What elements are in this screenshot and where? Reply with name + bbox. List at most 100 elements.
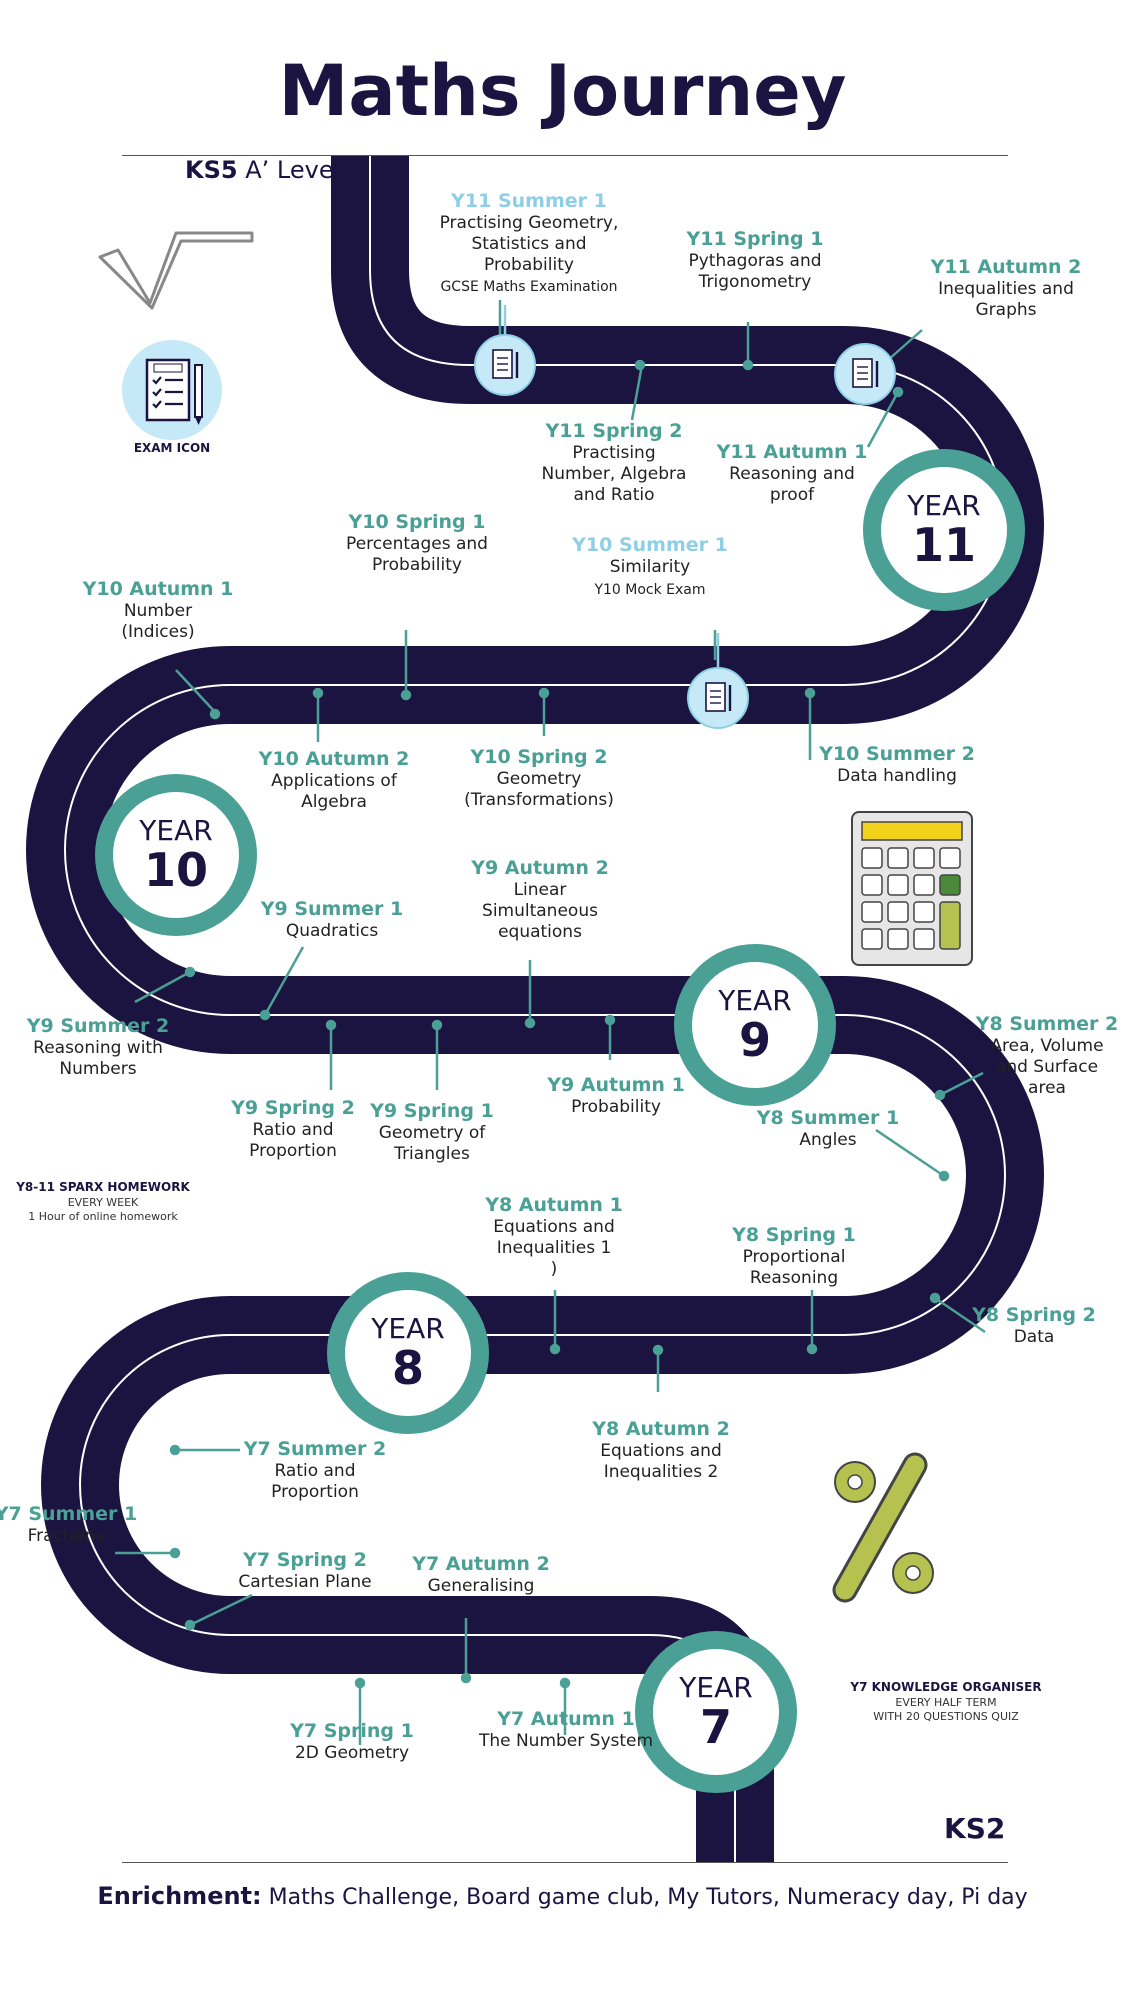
topic-description-line: and Surface: [995, 1056, 1099, 1077]
topic-description-line: Probability: [571, 1097, 661, 1118]
sparx-homework-note: Y8-11 SPARX HOMEWORK EVERY WEEK 1 Hour o…: [16, 1180, 190, 1223]
topic-heading: Y9 Summer 1: [260, 898, 404, 920]
topic-description-line: Proportional: [742, 1247, 846, 1268]
calculator-icon: [851, 811, 973, 966]
topic-description-line: proof: [769, 484, 815, 505]
topic-description-line: (Indices): [121, 621, 195, 642]
topic-description-line: Generalising: [427, 1576, 535, 1597]
topic-description-line: Triangles: [394, 1143, 470, 1164]
topic-heading: Y8 Autumn 2: [592, 1418, 730, 1440]
ks2-label: KS2: [944, 1812, 1006, 1845]
exam-marker-y11-autumn: [834, 343, 896, 405]
topic-description-line: 2D Geometry: [294, 1743, 410, 1764]
topic-heading: Y8 Summer 2: [975, 1013, 1119, 1035]
topic-description-line: Practising: [572, 443, 656, 464]
topic-description-line: ): [550, 1258, 558, 1279]
topic-description-line: Inequalities 2: [603, 1461, 719, 1482]
topic-description-line: Inequalities 1: [496, 1237, 612, 1258]
topic-description-line: Reasoning with: [33, 1038, 163, 1059]
ks5-label: KS5 A’ Level: [185, 156, 341, 184]
topic-heading: Y10 Summer 2: [819, 743, 975, 765]
year-ring-11: [863, 449, 1025, 611]
topic-description-line: Number, Algebra: [541, 463, 687, 484]
topic-description-line: and Ratio: [573, 484, 655, 505]
exam-marker-y10-summer: [687, 633, 749, 729]
enrichment-line: Enrichment: Maths Challenge, Board game …: [97, 1882, 1028, 1910]
topic-description-line: Similarity: [609, 557, 691, 578]
topic-description-line: Linear: [513, 880, 567, 901]
topic-description-line: Proportion: [249, 1140, 337, 1161]
topic-heading: Y7 Summer 2: [243, 1438, 387, 1460]
topic-description-line: Probability: [484, 254, 574, 275]
calculator-key: [887, 874, 909, 896]
topic-description-line: Graphs: [975, 299, 1037, 320]
topic-description-line: Cartesian Plane: [238, 1572, 372, 1593]
calculator-equals-key: [939, 901, 961, 950]
topic-heading: Y11 Summer 1: [451, 190, 607, 212]
topic-description-line: Geometry: [496, 769, 582, 790]
knowledge-organiser-note: Y7 KNOWLEDGE ORGANISER EVERY HALF TERM W…: [850, 1680, 1042, 1723]
topic-heading: Y8 Spring 2: [972, 1304, 1096, 1326]
year-ring-8: [327, 1272, 489, 1434]
topic-heading: Y11 Autumn 2: [930, 256, 1082, 278]
topic-heading: Y11 Spring 1: [686, 228, 824, 250]
topic-description-line: Applications of: [271, 771, 397, 792]
topic-description-line: Trigonometry: [698, 271, 812, 292]
topic-description-line: Data handling: [837, 766, 957, 787]
topic-description-line: The Number System: [478, 1731, 654, 1752]
topic-description-line: Angles: [799, 1130, 857, 1151]
topic-description-line: Quadratics: [285, 921, 379, 942]
calculator-key: [913, 874, 935, 896]
topic-heading: Y11 Autumn 1: [716, 441, 868, 463]
calculator-key: [861, 874, 883, 896]
topic-description-line: Proportion: [271, 1481, 359, 1502]
calculator-key: [861, 901, 883, 923]
topic-heading: Y10 Spring 2: [470, 746, 608, 768]
exam-marker-y11-summer: [474, 305, 536, 396]
connectors: [115, 300, 986, 1745]
topic-description-line: Equations and: [493, 1217, 615, 1238]
topic-description-line: Reasoning: [749, 1267, 839, 1288]
topic-heading: Y7 Autumn 1: [497, 1708, 635, 1730]
topic-description-line: Data: [1013, 1327, 1055, 1348]
topic-heading: Y7 Spring 1: [290, 1720, 414, 1742]
topic-description-line: area: [1028, 1077, 1066, 1098]
topic-heading: Y8 Autumn 1: [485, 1194, 623, 1216]
topic-heading: Y11 Spring 2: [545, 420, 683, 442]
topic-heading: Y7 Autumn 2: [412, 1553, 550, 1575]
percent-icon: [832, 1452, 934, 1603]
topic-description-line: Statistics and: [471, 233, 587, 254]
calculator-key: [887, 928, 909, 950]
topic-description-line: Numbers: [59, 1058, 137, 1079]
topic-description-line: equations: [498, 921, 582, 942]
exam-icon-caption: EXAM ICON: [133, 441, 211, 455]
page-title: Maths Journey: [278, 50, 847, 132]
calculator-key: [939, 847, 961, 869]
calculator-key: [887, 901, 909, 923]
topic-description-line: (Transformations): [464, 789, 614, 810]
topic-description-line: Percentages and: [346, 534, 488, 555]
bottom-divider: [122, 1862, 1008, 1863]
topic-heading: Y7 Spring 2: [243, 1549, 367, 1571]
calculator-key: [913, 847, 935, 869]
